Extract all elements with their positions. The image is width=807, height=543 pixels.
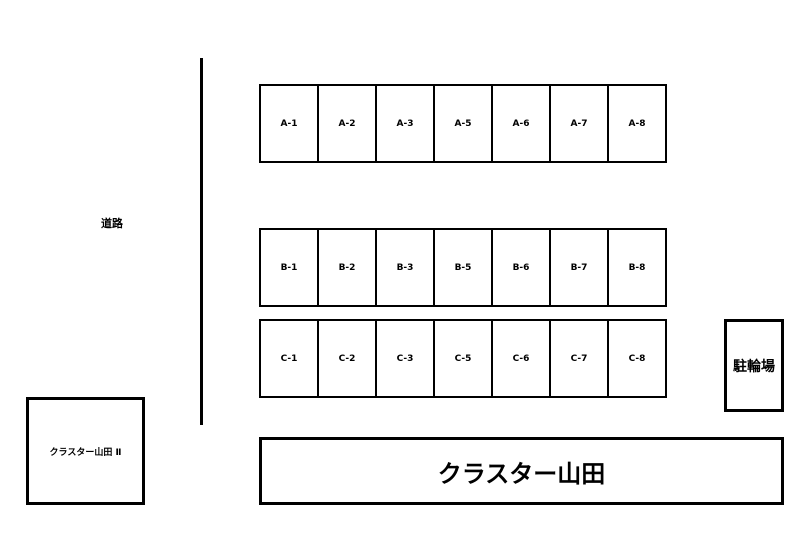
parking-stall[interactable]: A-8 — [628, 118, 646, 129]
parking-stall[interactable]: A-7 — [551, 86, 609, 161]
parking-stall[interactable]: C-8 — [628, 353, 646, 364]
parking-stall[interactable]: B-8 — [628, 262, 646, 273]
parking-stall[interactable]: B-6 — [493, 230, 551, 305]
parking-stall[interactable]: A-6 — [493, 86, 551, 161]
building-cluster-yamada-2: クラスター山田 Ⅱ — [26, 397, 145, 505]
parking-stall[interactable]: C-6 — [493, 321, 551, 396]
parking-stall[interactable]: A-1 — [261, 86, 319, 161]
bicycle-parking: 駐輪場 — [724, 319, 784, 412]
parking-stall[interactable]: B-7 — [551, 230, 609, 305]
parking-stall[interactable]: C-7 — [551, 321, 609, 396]
parking-stall[interactable]: C-5 — [435, 321, 493, 396]
parking-row-a: A-1 A-2 A-3 A-5 A-6 A-7 A-8 — [259, 84, 667, 163]
road-label: 道路 — [101, 217, 123, 230]
parking-row-b: B-1 B-2 B-3 B-5 B-6 B-7 B-8 — [259, 228, 667, 307]
parking-stall[interactable]: B-5 — [435, 230, 493, 305]
parking-stall[interactable]: B-3 — [377, 230, 435, 305]
parking-stall[interactable]: C-2 — [319, 321, 377, 396]
building-cluster-yamada: クラスター山田 — [259, 437, 784, 505]
parking-stall[interactable]: A-5 — [435, 86, 493, 161]
parking-row-c: C-1 C-2 C-3 C-5 C-6 C-7 C-8 — [259, 319, 667, 398]
parking-stall[interactable]: C-3 — [377, 321, 435, 396]
parking-stall[interactable]: B-1 — [261, 230, 319, 305]
parking-stall[interactable]: C-1 — [261, 321, 319, 396]
parking-stall[interactable]: B-2 — [319, 230, 377, 305]
parking-stall[interactable]: A-3 — [377, 86, 435, 161]
parking-stall[interactable]: A-2 — [319, 86, 377, 161]
road-boundary-line — [200, 58, 203, 425]
